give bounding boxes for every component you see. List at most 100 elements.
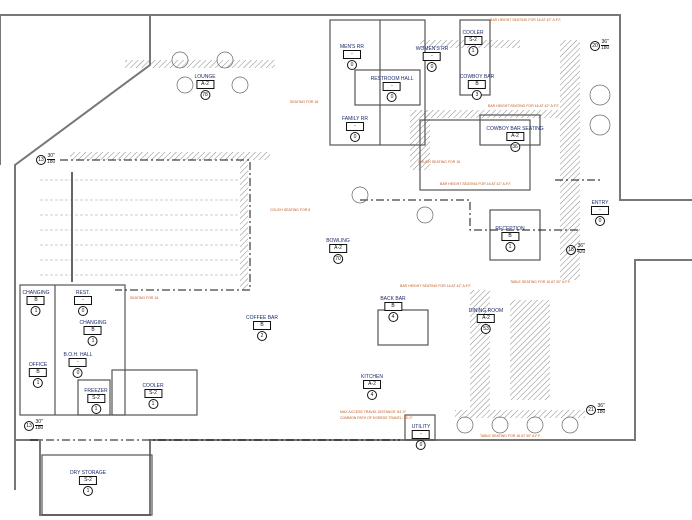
occupant-count: 1	[33, 378, 43, 388]
room-name: WOMEN'S RR	[415, 46, 449, 52]
occupant-count: 0	[595, 216, 605, 226]
seating-note: COUCH SEATING FOR 8	[270, 208, 311, 212]
occupancy-class: -	[74, 296, 92, 305]
occupancy-class: S-2	[464, 36, 482, 45]
occupancy-class: A-2	[505, 132, 524, 141]
occupant-count: 3	[471, 90, 482, 100]
seating-note: COUCH SEATING FOR 16	[418, 160, 461, 164]
room-name: COWBOY BAR SEATING	[486, 126, 544, 132]
room-tag: B.O.H. HALL-0	[63, 352, 93, 378]
room-name: DRY STORAGE	[69, 470, 107, 476]
seating-note: MAX ACCESS TRAVEL DISTANCE: 84'-0"	[340, 410, 407, 414]
seating-note: COMMON PATH OF EGRESS TRAVEL: 36'-0"	[340, 416, 413, 420]
room-name: COOLER	[462, 30, 484, 36]
occupant-count: 70	[333, 254, 343, 264]
seating-note: TABLE SEATING FOR 16 AT 30" A.F.F.	[510, 280, 571, 284]
occupancy-class: S-2	[79, 476, 97, 485]
room-tag: FAMILY RR-0	[342, 116, 368, 142]
occupant-count: 0	[78, 306, 88, 316]
seating-note: BAR HEIGHT SEATING FOR 16 AT 42" A.F.F.	[400, 284, 472, 288]
exit-number: 13	[36, 154, 46, 165]
occupant-count: 1	[30, 306, 41, 316]
room-name: BACK BAR	[380, 296, 406, 302]
occupant-count: 0	[346, 60, 357, 70]
exit-width: 30"180	[47, 153, 56, 165]
occupancy-class: -	[382, 82, 401, 91]
room-name: BOWLING	[326, 238, 350, 244]
occupancy-class: A-2	[362, 380, 381, 389]
occupant-count: 53	[480, 324, 491, 334]
room-name: KITCHEN	[361, 374, 383, 380]
room-name: OFFICE	[28, 362, 48, 368]
occupant-count: 0	[427, 62, 437, 72]
occupant-count: 0	[350, 132, 360, 142]
room-tag: MEN'S RR-0	[340, 44, 364, 70]
occupancy-class: B	[383, 302, 402, 311]
seating-note: TABLE SEATING FOR 16 AT 30" A.F.F.	[480, 434, 541, 438]
room-name: CHANGING	[79, 320, 107, 326]
occupant-count: 2	[256, 331, 267, 341]
room-name: RESTROOM HALL	[370, 76, 414, 82]
room-tag: UTILITY-0	[411, 424, 431, 450]
occupancy-class: A-2	[196, 80, 214, 89]
room-tag: WOMEN'S RR-0	[415, 46, 449, 72]
seating-note: BAR HEIGHT SEATING FOR 16 AT 42" A.F.F.	[440, 182, 512, 186]
room-name: FAMILY RR	[342, 116, 368, 122]
room-name: CHANGING	[22, 290, 50, 296]
occupant-count: 4	[387, 312, 398, 322]
room-tag: REST.-0	[74, 290, 92, 316]
occupancy-class: -	[342, 50, 361, 59]
exit-number: 13	[24, 420, 34, 431]
room-name: LOUNGE	[194, 74, 216, 80]
room-name: B.O.H. HALL	[63, 352, 93, 358]
occupancy-class: B	[29, 368, 47, 377]
room-name: FREEZER	[84, 388, 108, 394]
exit-width: 36"420	[577, 243, 586, 255]
occupancy-class: B	[500, 232, 519, 241]
seating-note: BAR HEIGHT SEATING FOR 16 AT 42" A.F.F.	[488, 104, 560, 108]
occupancy-class: A-2	[329, 244, 347, 253]
occupancy-class: -	[423, 52, 441, 61]
seating-circles	[171, 51, 611, 434]
occupancy-class: B	[467, 80, 486, 89]
exit-width: 30"180	[35, 419, 44, 431]
occupancy-class: S-2	[144, 389, 162, 398]
room-name: REST.	[75, 290, 91, 296]
occupant-count: 1	[83, 486, 93, 496]
occupancy-class: -	[412, 430, 430, 439]
occupant-count: 1	[468, 46, 478, 56]
room-name: UTILITY	[411, 424, 431, 430]
room-tag: ENTRY-0	[591, 200, 609, 226]
egress-paths	[30, 159, 600, 441]
seating-note: SEATING FOR 16	[130, 296, 159, 300]
occupant-count: 0	[416, 440, 426, 450]
bowling-lanes	[40, 179, 240, 276]
room-name: COFFEE BAR	[246, 315, 278, 321]
exit-number: 18	[566, 244, 576, 255]
exit-width: 36"180	[597, 403, 606, 415]
occupancy-class: -	[69, 358, 87, 367]
room-tag: RESTROOM HALL-0	[370, 76, 414, 102]
occupant-count: 0	[73, 368, 83, 378]
occupant-count: 1	[91, 404, 101, 414]
occupancy-class: A-2	[476, 314, 495, 323]
interior-walls	[19, 19, 541, 516]
occupancy-class: B	[26, 296, 45, 305]
exit-width: 36"180	[601, 39, 610, 51]
room-name: DINING ROOM	[468, 308, 504, 314]
room-name: COWBOY BAR	[459, 74, 495, 80]
room-name: COOLER	[142, 383, 164, 389]
